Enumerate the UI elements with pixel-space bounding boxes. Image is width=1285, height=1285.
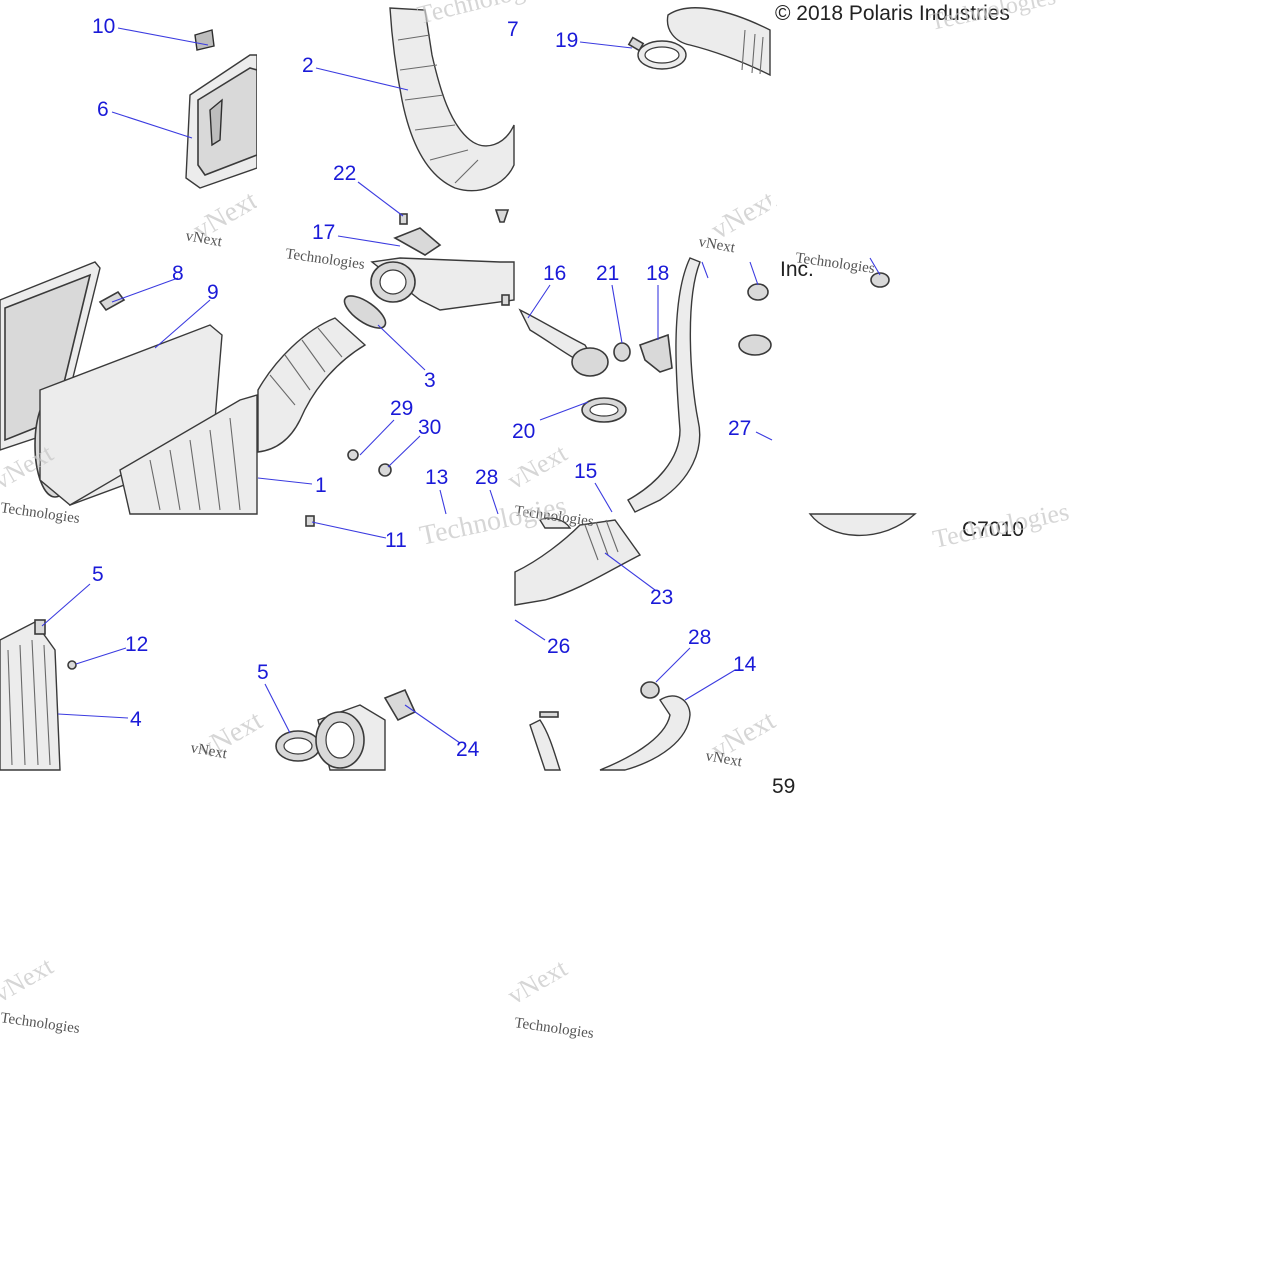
- clip-icon: [98, 290, 126, 312]
- intake-duct-icon: [529, 681, 691, 771]
- svg-text:vNext: vNext: [503, 953, 573, 1010]
- callout-30: 30: [418, 416, 441, 439]
- tile-mask: [257, 0, 776, 256]
- hose-clamp-icon: [343, 295, 387, 329]
- callout-15: 15: [574, 460, 597, 483]
- callout-2: 2: [302, 54, 314, 77]
- svg-text:Technologies: Technologies: [284, 246, 365, 273]
- callout-28: 28: [475, 466, 498, 489]
- intake-duct-icon: [666, 7, 771, 77]
- callout-14: 14: [733, 653, 757, 676]
- intake-duct-icon: [514, 517, 642, 606]
- hose-clamp-icon: [581, 342, 631, 423]
- callout-22: 22: [333, 162, 356, 185]
- callout-3: 3: [424, 369, 436, 392]
- copyright-suffix: Inc.: [780, 258, 814, 281]
- callout-10: 10: [92, 15, 115, 38]
- callout-18: 18: [646, 262, 669, 285]
- watermarks: Technologies Technologies vNext vNext vN…: [0, 0, 1071, 1042]
- svg-text:Technologies: Technologies: [414, 0, 555, 30]
- callout-labels: 10 6 2 7 22 17 19 8 9 3 1 29 30 13 28 11…: [92, 15, 757, 761]
- callout-24: 24: [456, 738, 480, 761]
- intake-duct-icon: [257, 317, 367, 453]
- callout-8: 8: [172, 262, 184, 285]
- callout-29: 29: [390, 397, 413, 420]
- intake-duct-icon: [389, 7, 515, 192]
- air-box-cover-icon: [0, 261, 101, 451]
- callout-1: 1: [315, 474, 327, 497]
- callout-9: 9: [207, 281, 219, 304]
- bolt-icon: [393, 209, 510, 256]
- diagram-code: C7010: [962, 518, 1024, 541]
- svg-text:vNext: vNext: [184, 228, 224, 250]
- callout-17: 17: [312, 221, 335, 244]
- copyright-text: © 2018 Polaris Industries: [775, 2, 1010, 25]
- air-box-cover-icon: [0, 619, 61, 771]
- callout-13: 13: [425, 466, 448, 489]
- sensor-icon: [638, 333, 673, 373]
- callout-11: 11: [385, 529, 407, 552]
- callout-5-lower: 5: [257, 661, 269, 684]
- sensor-icon: [383, 688, 417, 722]
- callout-26: 26: [547, 635, 570, 658]
- callout-12: 12: [125, 633, 148, 656]
- callout-7: 7: [507, 18, 519, 41]
- callout-27: 27: [728, 417, 751, 440]
- intake-duct-icon: [627, 257, 769, 513]
- svg-text:vNext: vNext: [189, 740, 229, 762]
- svg-text:Technologies: Technologies: [930, 497, 1071, 554]
- callout-5: 5: [92, 563, 104, 586]
- diagram-fragment: 59: [772, 775, 795, 798]
- svg-text:vNext: vNext: [503, 438, 573, 495]
- callout-21: 21: [596, 262, 619, 285]
- callout-23: 23: [650, 586, 673, 609]
- intake-duct-icon: [518, 308, 609, 377]
- callout-16: 16: [543, 262, 566, 285]
- callout-6: 6: [97, 98, 109, 121]
- bolt-icon: [67, 515, 315, 670]
- callout-28-lower: 28: [688, 626, 711, 649]
- callout-19: 19: [555, 29, 578, 52]
- svg-text:vNext: vNext: [0, 951, 59, 1008]
- bolt-icon: [347, 294, 510, 477]
- callout-20: 20: [512, 420, 535, 443]
- svg-text:Technologies: Technologies: [513, 1015, 594, 1042]
- svg-text:Technologies: Technologies: [0, 1010, 81, 1037]
- hose-clamp-icon: [738, 272, 917, 537]
- callout-4: 4: [130, 708, 142, 731]
- svg-text:Technologies: Technologies: [928, 0, 1058, 36]
- svg-text:vNext: vNext: [697, 234, 737, 256]
- svg-text:vNext: vNext: [704, 748, 744, 770]
- throttle-body-icon: [315, 704, 386, 771]
- label-decal-icon: [194, 29, 215, 51]
- hose-clamp-icon: [627, 36, 687, 70]
- air-box-cover-icon: [185, 29, 258, 189]
- air-box-cover-icon: [119, 394, 258, 515]
- throttle-body-icon: [370, 257, 515, 311]
- hose-clamp-icon: [275, 730, 321, 762]
- leader-lines: [41, 27, 881, 744]
